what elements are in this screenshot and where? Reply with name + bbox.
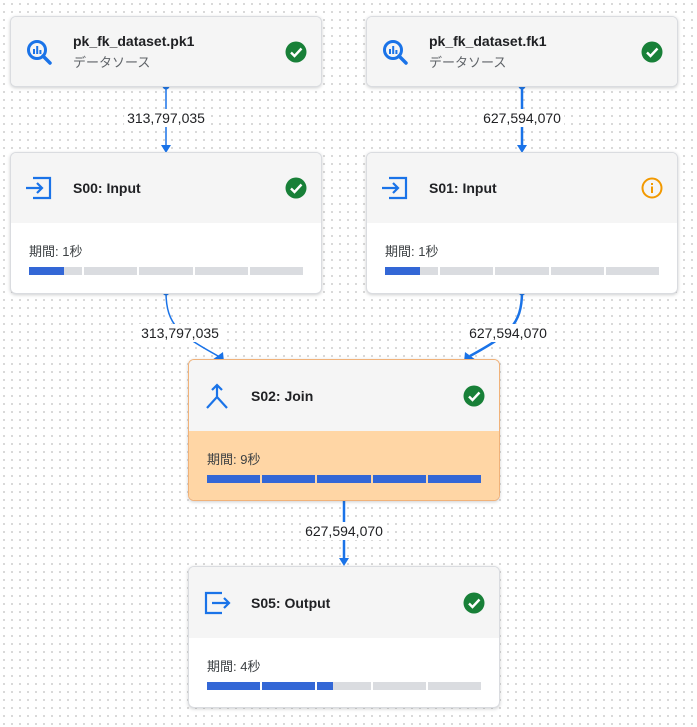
check-icon	[285, 177, 307, 199]
progress-segment	[372, 682, 426, 690]
progress-segment	[427, 682, 482, 690]
node-header: S05: Output	[189, 567, 499, 638]
node-s05-output[interactable]: S05: Output 期間: 4秒	[188, 566, 500, 708]
progress-segment	[605, 267, 660, 275]
bigquery-icon	[23, 36, 55, 68]
arrowhead	[339, 558, 349, 566]
progress-fill	[427, 475, 482, 483]
progress-segment	[495, 267, 549, 275]
progress-segment	[29, 267, 83, 275]
progress-fill	[385, 267, 420, 275]
progress-segment	[550, 267, 604, 275]
progress-segment	[207, 682, 261, 690]
progress-segment	[372, 475, 426, 483]
join-icon	[201, 380, 233, 412]
progress-segment	[194, 267, 248, 275]
node-pk1-datasource[interactable]: pk_fk_dataset.pk1 データソース	[10, 16, 322, 87]
progress-fill	[29, 267, 64, 275]
node-body: 期間: 4秒	[189, 638, 499, 707]
output-icon	[201, 587, 233, 619]
duration-label: 期間: 1秒	[385, 244, 439, 259]
edge-label-pk1-s00: 313,797,035	[124, 109, 208, 127]
node-s00-input[interactable]: S00: Input 期間: 1秒	[10, 152, 322, 294]
progress-bar	[207, 682, 482, 690]
progress-segment	[139, 267, 193, 275]
progress-bar	[207, 475, 482, 483]
edge-label-s02-s05: 627,594,070	[302, 522, 386, 540]
duration-label: 期間: 1秒	[29, 244, 83, 259]
node-s01-input[interactable]: S01: Input 期間: 1秒	[366, 152, 678, 294]
progress-segment	[440, 267, 494, 275]
node-header: S00: Input	[11, 153, 321, 223]
check-icon	[641, 41, 663, 63]
progress-fill	[317, 682, 334, 690]
progress-bar	[385, 267, 660, 275]
node-header: pk_fk_dataset.fk1 データソース	[367, 17, 677, 86]
node-title: pk_fk_dataset.pk1	[73, 32, 195, 49]
node-header: S02: Join	[189, 360, 499, 431]
progress-fill	[262, 682, 316, 690]
progress-segment	[84, 267, 138, 275]
edge-label-s01-s02: 627,594,070	[466, 324, 550, 342]
progress-segment	[317, 475, 371, 483]
node-s02-join[interactable]: S02: Join 期間: 9秒	[188, 359, 500, 501]
node-title: S01: Input	[429, 180, 497, 196]
node-subtitle: データソース	[429, 54, 507, 70]
edge-label-s00-s02: 313,797,035	[138, 324, 222, 342]
duration-label: 期間: 4秒	[207, 659, 261, 674]
progress-fill	[317, 475, 371, 483]
arrowhead	[161, 145, 171, 153]
input-icon	[379, 172, 411, 204]
node-title: pk_fk_dataset.fk1	[429, 32, 547, 49]
node-subtitle: データソース	[73, 54, 151, 70]
progress-segment	[385, 267, 439, 275]
node-title: S02: Join	[251, 387, 314, 404]
node-title: S00: Input	[73, 180, 141, 196]
progress-segment	[317, 682, 371, 690]
progress-fill	[207, 475, 261, 483]
info-icon[interactable]	[641, 177, 663, 199]
node-header: S01: Input	[367, 153, 677, 223]
progress-bar	[29, 267, 304, 275]
edge-label-fk1-s01: 627,594,070	[480, 109, 564, 127]
progress-segment	[207, 475, 261, 483]
node-header: pk_fk_dataset.pk1 データソース	[11, 17, 321, 86]
progress-segment	[249, 267, 304, 275]
bigquery-icon	[379, 36, 411, 68]
progress-segment	[262, 475, 316, 483]
arrowhead	[517, 145, 527, 153]
progress-fill	[207, 682, 261, 690]
duration-label: 期間: 9秒	[207, 452, 261, 467]
node-title: S05: Output	[251, 594, 331, 611]
node-body: 期間: 1秒	[11, 223, 321, 293]
check-icon	[463, 592, 485, 614]
check-icon	[463, 385, 485, 407]
input-icon	[23, 172, 55, 204]
progress-segment	[427, 475, 482, 483]
progress-segment	[262, 682, 316, 690]
check-icon	[285, 41, 307, 63]
progress-fill	[262, 475, 316, 483]
node-body: 期間: 9秒	[189, 431, 499, 500]
node-body: 期間: 1秒	[367, 223, 677, 293]
progress-fill	[372, 475, 426, 483]
node-fk1-datasource[interactable]: pk_fk_dataset.fk1 データソース	[366, 16, 678, 87]
